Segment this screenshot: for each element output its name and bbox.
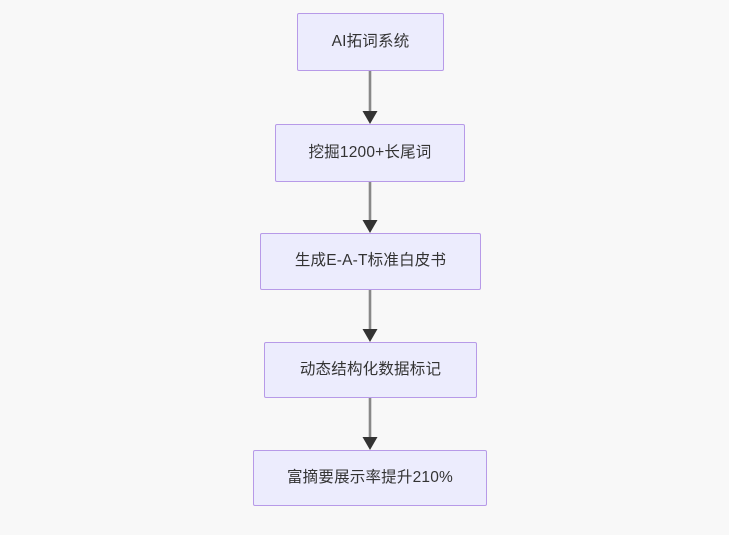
flowchart-node-ai-keyword-system[interactable]: AI拓词系统 [297, 13, 444, 71]
flowchart-node-generate-eat-whitepaper[interactable]: 生成E-A-T标准白皮书 [260, 233, 481, 290]
edge-n4-n5 [354, 398, 386, 450]
node-label: 富摘要展示率提升210% [286, 468, 454, 486]
edge-n1-n2 [354, 71, 386, 124]
edge-n3-n4 [354, 290, 386, 342]
flowchart-node-rich-snippet-impression-lift[interactable]: 富摘要展示率提升210% [253, 450, 487, 506]
flowchart-node-dynamic-structured-data-markup[interactable]: 动态结构化数据标记 [264, 342, 477, 398]
flowchart-node-mine-longtail-keywords[interactable]: 挖掘1200+长尾词 [275, 124, 465, 182]
node-label: AI拓词系统 [331, 32, 410, 50]
node-label: 挖掘1200+长尾词 [308, 143, 432, 161]
node-label: 动态结构化数据标记 [299, 360, 442, 378]
node-label: 生成E-A-T标准白皮书 [294, 252, 447, 270]
edge-n2-n3 [354, 182, 386, 233]
